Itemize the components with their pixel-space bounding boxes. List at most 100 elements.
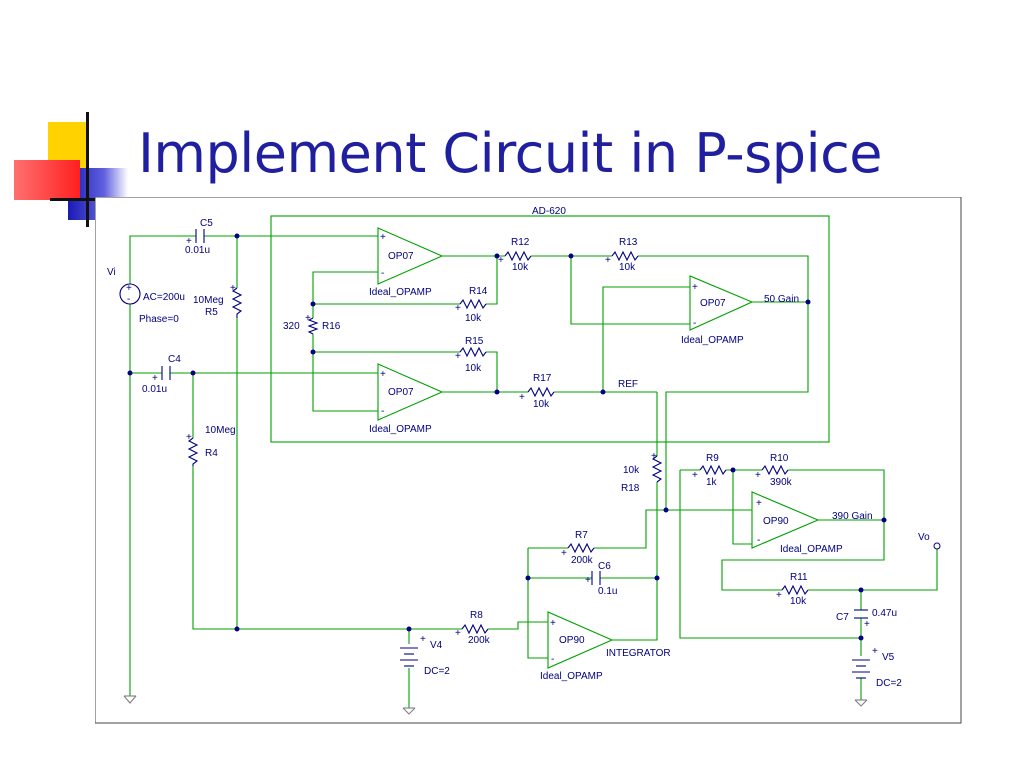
svg-text:Ideal_OPAMP: Ideal_OPAMP [780, 544, 843, 555]
capacitor-c5: C5 0.01u + [185, 218, 213, 256]
svg-text:+: + [305, 313, 311, 324]
svg-text:+: + [380, 369, 386, 380]
resistor-r14: R14 10k + [455, 286, 488, 324]
svg-text:-: - [381, 406, 384, 417]
svg-text:C7: C7 [836, 612, 849, 623]
svg-text:REF: REF [618, 379, 638, 390]
svg-text:+: + [585, 575, 591, 586]
svg-text:-: - [757, 535, 760, 546]
svg-text:R4: R4 [205, 448, 218, 459]
svg-text:AC=200u: AC=200u [143, 292, 185, 303]
svg-text:R15: R15 [465, 336, 484, 347]
svg-text:+: + [605, 255, 611, 266]
svg-text:10Meg: 10Meg [205, 425, 236, 436]
svg-text:Ideal_OPAMP: Ideal_OPAMP [681, 335, 744, 346]
svg-text:R8: R8 [470, 610, 483, 621]
ad620-label: AD-620 [532, 206, 566, 217]
svg-text:R10: R10 [770, 453, 789, 464]
svg-text:R5: R5 [205, 307, 218, 318]
svg-text:+: + [864, 619, 870, 630]
svg-text:0.47u: 0.47u [872, 608, 897, 619]
svg-text:Ideal_OPAMP: Ideal_OPAMP [369, 287, 432, 298]
svg-text:OP90: OP90 [559, 635, 585, 646]
svg-text:+: + [756, 498, 762, 509]
svg-text:+: + [550, 618, 556, 629]
svg-text:R13: R13 [619, 237, 638, 248]
svg-text:C6: C6 [598, 561, 611, 572]
svg-text:+: + [755, 470, 761, 481]
opamp-u2: + - OP07 Ideal_OPAMP [369, 363, 444, 435]
svg-text:V4: V4 [430, 640, 443, 651]
svg-text:+: + [498, 255, 504, 266]
svg-text:+: + [420, 634, 426, 645]
source-v5: + V5 DC=2 [852, 646, 902, 689]
svg-text:+: + [455, 628, 461, 639]
svg-text:10k: 10k [623, 465, 640, 476]
capacitor-c7: 0.47u C7 + [836, 608, 897, 630]
ground-v5 [854, 699, 868, 707]
deco-horizontal-line [50, 198, 98, 201]
resistor-r15: R15 10k + [455, 336, 487, 374]
ground-v4 [402, 707, 416, 715]
ad620-block [270, 215, 830, 443]
opamp-u4: + - OP90 Ideal_OPAMP 390 Gain [751, 491, 873, 555]
svg-text:R18: R18 [621, 483, 640, 494]
svg-text:10Meg: 10Meg [193, 295, 224, 306]
wires [129, 235, 938, 708]
svg-text:10k: 10k [465, 313, 482, 324]
svg-text:-: - [551, 654, 554, 665]
ground-vi [123, 695, 137, 704]
svg-text:390k: 390k [770, 477, 793, 488]
resistor-r12: R12 10k + [498, 237, 532, 273]
capacitor-c4: C4 0.01u + [142, 354, 181, 395]
pspice-schematic: AD-620 [95, 197, 962, 724]
svg-text:-: - [693, 318, 696, 329]
svg-text:Ideal_OPAMP: Ideal_OPAMP [369, 424, 432, 435]
svg-text:+: + [692, 470, 698, 481]
svg-text:R11: R11 [790, 572, 808, 583]
source-vi: +- Vi AC=200u Phase=0 [107, 267, 185, 325]
resistor-r4: 10Meg R4 + [186, 425, 236, 466]
deco-vertical-line [86, 112, 89, 227]
svg-text:R16: R16 [322, 321, 341, 332]
svg-text:C4: C4 [168, 354, 181, 365]
svg-text:1k: 1k [706, 477, 718, 488]
resistor-r16: 320 R16 + [283, 313, 341, 335]
svg-text:10k: 10k [512, 262, 529, 273]
svg-text:DC=2: DC=2 [424, 666, 450, 677]
svg-text:Vi: Vi [107, 267, 116, 278]
svg-text:+: + [872, 646, 878, 657]
svg-text:OP07: OP07 [388, 387, 414, 398]
svg-text:-: - [127, 294, 130, 305]
opamp-u3: + - OP07 Ideal_OPAMP 50 Gain [681, 275, 799, 346]
svg-text:+: + [692, 282, 698, 293]
resistor-r5: 10Meg R5 + [193, 283, 243, 318]
svg-text:+: + [230, 283, 236, 294]
svg-text:+: + [455, 351, 461, 362]
svg-text:+: + [651, 451, 657, 462]
svg-text:0.01u: 0.01u [142, 384, 167, 395]
svg-text:Ideal_OPAMP: Ideal_OPAMP [540, 671, 603, 682]
svg-text:OP07: OP07 [700, 298, 726, 309]
resistor-r9: R9 1k + [692, 453, 727, 488]
svg-text:10k: 10k [790, 596, 807, 607]
resistor-r8: R8 200k + [455, 610, 491, 646]
resistor-r7: R7 200k + [561, 530, 595, 566]
svg-text:0.1u: 0.1u [598, 586, 617, 597]
svg-text:+: + [380, 232, 386, 243]
svg-text:+: + [519, 392, 525, 403]
svg-text:R17: R17 [533, 373, 552, 384]
resistor-r13: R13 10k + [605, 237, 639, 273]
opamp-u1: + - OP07 Ideal_OPAMP [369, 227, 444, 298]
svg-text:R12: R12 [511, 237, 530, 248]
svg-text:Phase=0: Phase=0 [139, 314, 179, 325]
svg-text:50 Gain: 50 Gain [764, 294, 799, 305]
svg-text:10k: 10k [465, 363, 482, 374]
svg-text:Vo: Vo [918, 532, 930, 543]
svg-text:OP07: OP07 [388, 251, 414, 262]
svg-text:INTEGRATOR: INTEGRATOR [606, 648, 671, 659]
svg-text:R14: R14 [469, 286, 488, 297]
svg-text:+: + [776, 590, 782, 601]
svg-text:C5: C5 [200, 218, 213, 229]
svg-text:R7: R7 [575, 530, 588, 541]
